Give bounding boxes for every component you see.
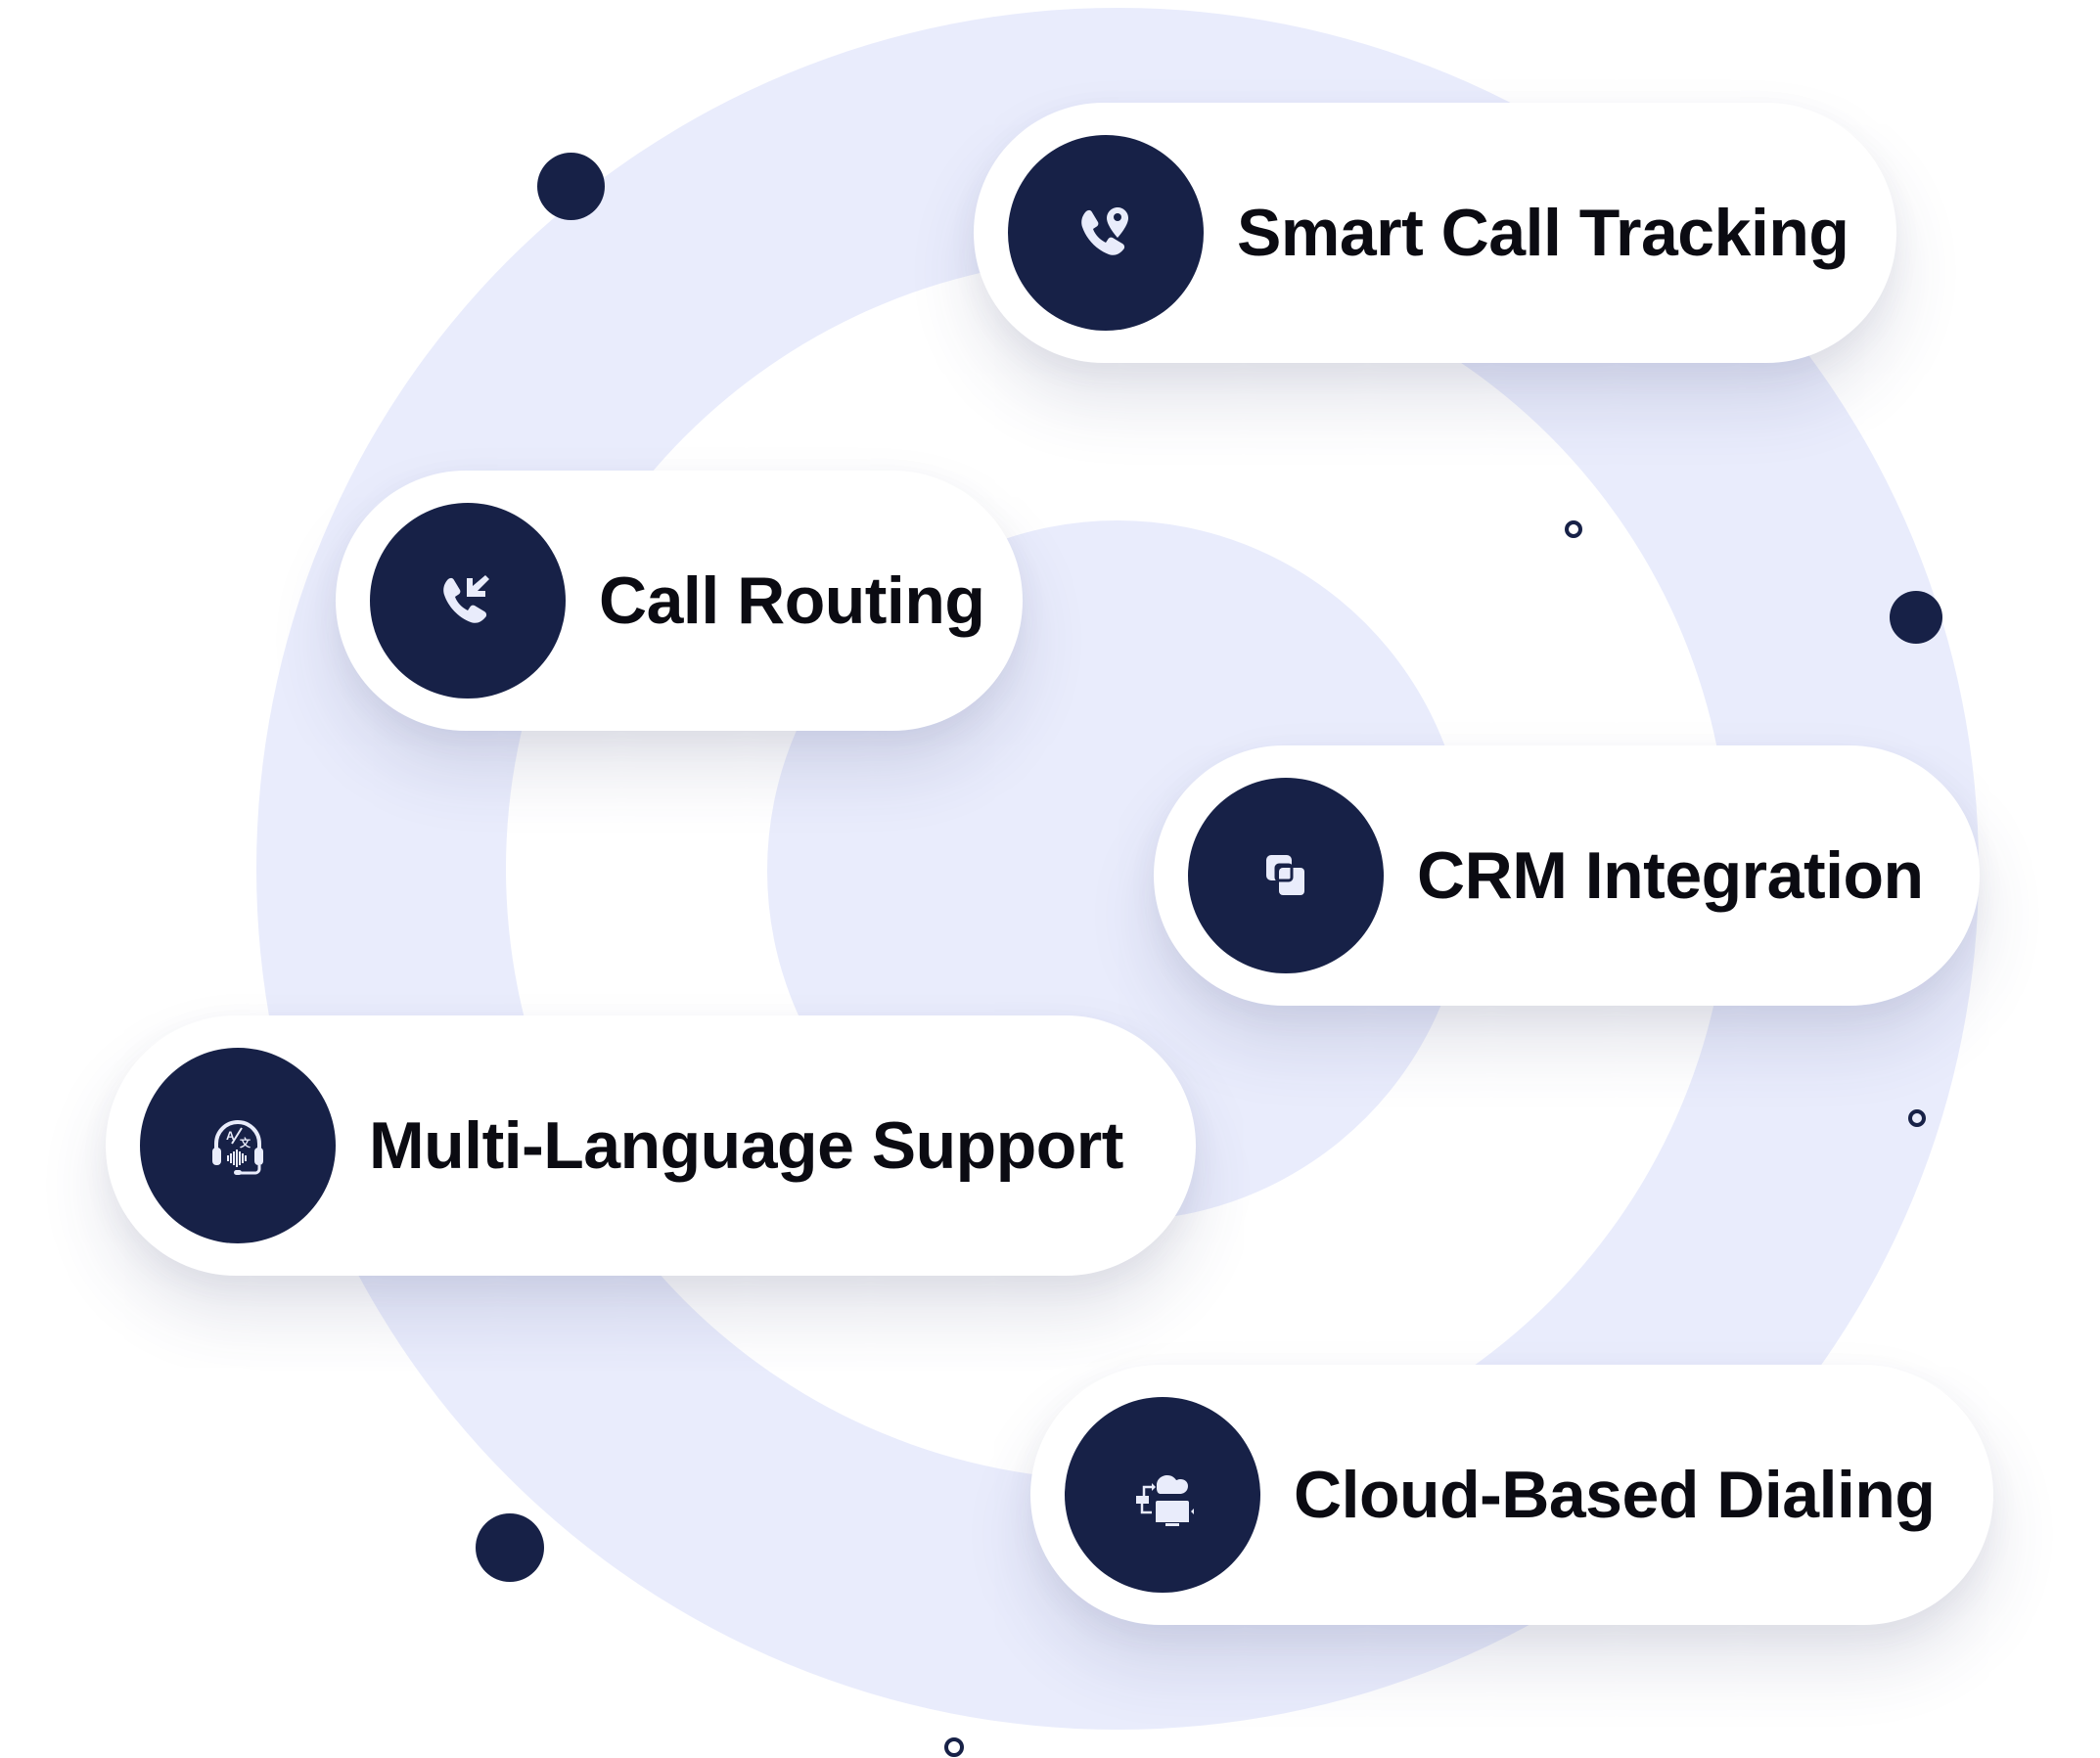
feature-pill-multi-language-support: A 文 Multi-Language Support — [106, 1015, 1196, 1276]
feature-icon-badge — [370, 503, 566, 699]
decorative-ring-dot — [1565, 520, 1582, 538]
svg-text:A: A — [226, 1129, 235, 1143]
feature-pill-smart-call-tracking: Smart Call Tracking — [974, 103, 1896, 363]
decorative-dot — [476, 1513, 544, 1582]
feature-pill-crm-integration: CRM Integration — [1154, 745, 1980, 1006]
decorative-ring-dot — [944, 1737, 964, 1757]
phone-location-pin-icon — [1081, 207, 1128, 255]
decorative-dot — [537, 153, 605, 220]
feature-label: Smart Call Tracking — [1237, 196, 1849, 270]
phone-incoming-arrow-icon — [443, 575, 489, 623]
feature-icon-badge — [1065, 1397, 1260, 1593]
feature-label: Call Routing — [599, 563, 985, 638]
feature-pill-call-routing: Call Routing — [336, 471, 1023, 731]
feature-icon-badge: A 文 — [140, 1048, 336, 1243]
decorative-dot — [1890, 591, 1942, 644]
feature-pill-cloud-based-dialing: Cloud-Based Dialing — [1030, 1365, 1993, 1625]
feature-label: Multi-Language Support — [369, 1108, 1123, 1183]
overlapping-squares-icon — [1266, 855, 1305, 896]
cloud-computer-icon — [1136, 1475, 1194, 1526]
decorative-ring-dot — [1908, 1109, 1926, 1127]
feature-icon-badge — [1188, 778, 1384, 973]
feature-label: Cloud-Based Dialing — [1294, 1458, 1936, 1532]
feature-icon-badge — [1008, 135, 1204, 331]
svg-text:文: 文 — [240, 1136, 251, 1149]
feature-label: CRM Integration — [1417, 838, 1924, 913]
headset-translate-icon: A 文 — [212, 1120, 263, 1175]
